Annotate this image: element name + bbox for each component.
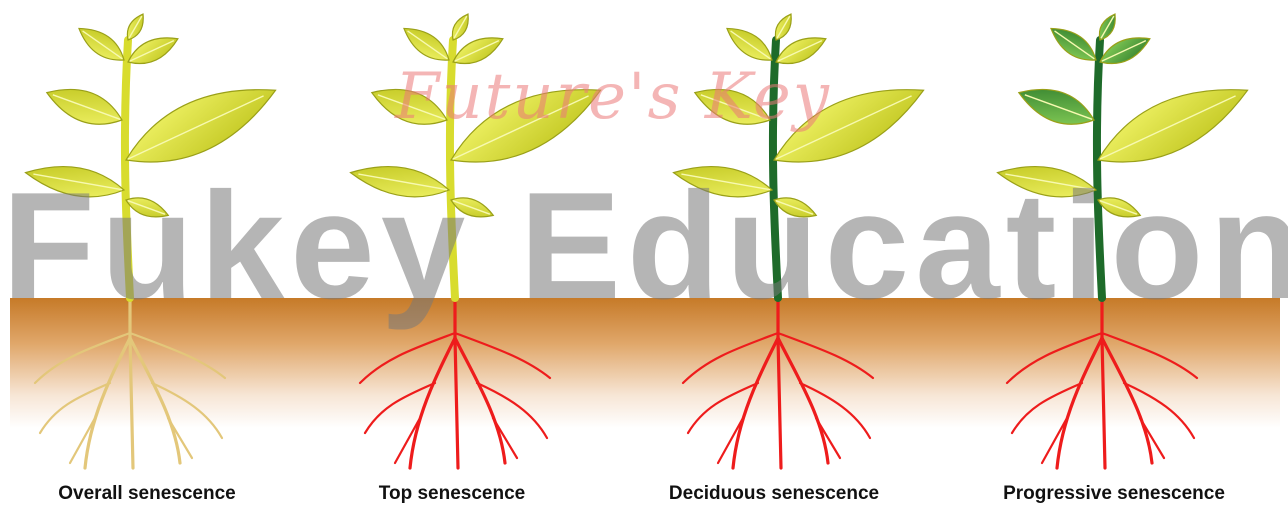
caption-top-senescence: Top senescence: [379, 483, 525, 505]
caption-progressive-senescence: Progressive senescence: [1003, 483, 1225, 505]
leaf-upper-left: [73, 20, 130, 68]
caption-deciduous-senescence: Deciduous senescence: [669, 483, 879, 505]
leaf-upper-left: [1045, 20, 1102, 68]
watermark-script-text: Future's Key: [395, 60, 831, 134]
watermark-main-text: Fukey Education: [2, 170, 1288, 322]
caption-overall-senescence: Overall senescence: [58, 483, 235, 505]
leaf-mid-left: [42, 79, 127, 135]
leaf-mid-left: [1014, 79, 1099, 135]
